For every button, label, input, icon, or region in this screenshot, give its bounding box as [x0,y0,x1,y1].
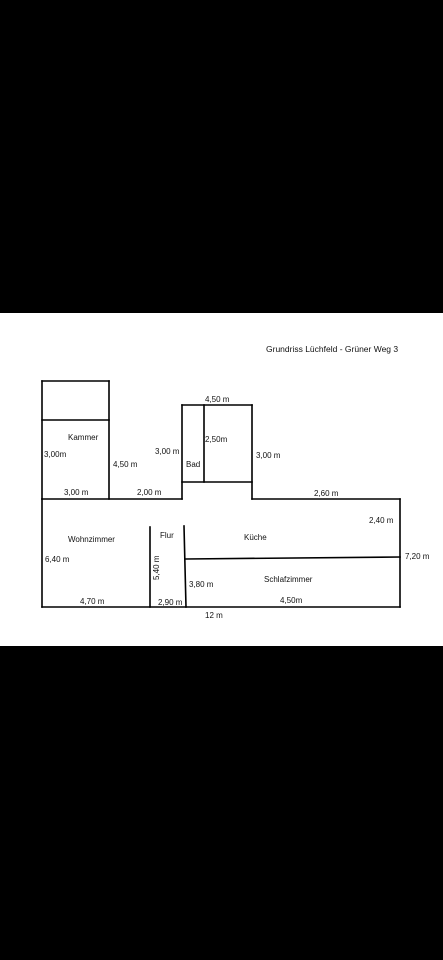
dim-bad-top: 4,50 m [205,395,230,404]
dim-kammer-bottom: 3,00 m [64,488,89,497]
plan-title: Grundriss Lüchfeld - Grüner Weg 3 [266,344,398,354]
room-label-wohnzimmer: Wohnzimmer [68,535,115,544]
dim-gap-width: 2,00 m [137,488,162,497]
dim-kammer-right: 4,50 m [113,460,138,469]
dim-bad-left: 3,00 m [155,447,180,456]
room-label-schlafzimmer: Schlafzimmer [264,575,313,584]
wall-schlafzimmer-top [185,556,401,560]
dim-bad-inner: 2,50m [205,435,228,444]
dim-schlafzimmer-bottom: 4,50m [280,596,303,605]
wall-flur-right [183,525,187,608]
dim-schlafzimmer-left: 3,80 m [189,580,214,589]
dim-bad-right: 3,00 m [256,451,281,460]
dim-flur-bottom: 2,90 m [158,598,183,607]
room-label-kammer: Kammer [68,433,99,442]
room-label-flur: Flur [160,531,174,540]
dim-total-width: 12 m [205,611,223,620]
room-label-bad: Bad [186,460,200,469]
dim-kueche-right: 2,40 m [369,516,394,525]
floor-plan-drawing: Grundriss Lüchfeld - Grüner Weg 3 [41,344,430,620]
walls [41,380,401,608]
floor-plan-panel: Grundriss Lüchfeld - Grüner Weg 3 [0,313,443,646]
dim-flur-height: 5,40 m [152,555,161,580]
room-label-kueche: Küche [244,533,267,542]
dim-kammer-left: 3,00m [44,450,67,459]
dim-kueche-top: 2,60 m [314,489,339,498]
dim-wohnzimmer-left: 6,40 m [45,555,70,564]
dim-total-right: 7,20 m [405,552,430,561]
dim-wohnzimmer-bottom: 4,70 m [80,597,105,606]
